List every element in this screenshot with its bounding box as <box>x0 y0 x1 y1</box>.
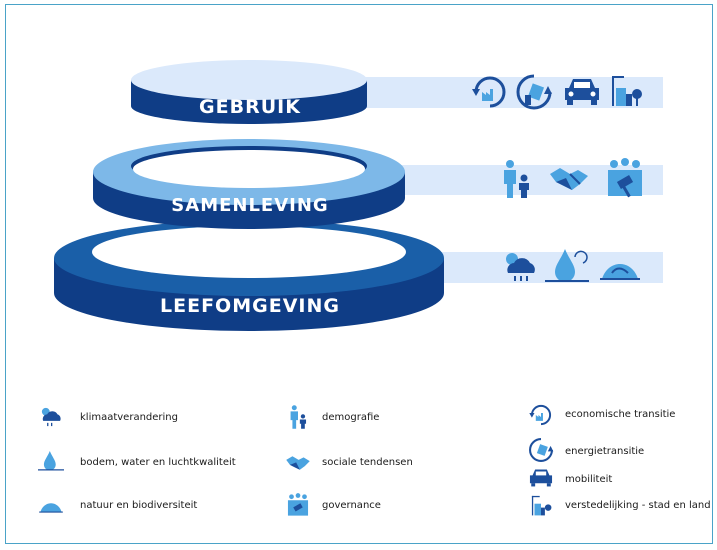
demography-icon <box>290 405 307 429</box>
ring-label-samenleving: SAMENLEVING <box>171 195 329 216</box>
legend-label-economische: economische transitie <box>565 409 676 420</box>
ring-label-gebruik: GEBRUIK <box>199 96 301 118</box>
mobility-icon <box>529 469 553 487</box>
ring-samenleving <box>93 139 405 229</box>
legend-label-klimaat: klimaatverandering <box>80 412 178 423</box>
energy-transition-icon <box>529 438 554 462</box>
ring-leefomgeving <box>54 220 444 331</box>
ring-label-leefomgeving: LEEFOMGEVING <box>160 295 340 317</box>
legend-label-natuur: natuur en biodiversiteit <box>80 500 198 511</box>
handshake-icon <box>550 168 588 190</box>
energy-transition-icon <box>516 74 552 110</box>
governance-icon <box>608 158 642 198</box>
urbanization-icon <box>531 495 552 516</box>
economic-transition-icon <box>472 76 506 108</box>
figure-frame <box>5 4 713 544</box>
legend-label-mobiliteit: mobiliteit <box>565 474 613 485</box>
economic-transition-icon <box>529 404 552 426</box>
nature-biodiversity-icon <box>39 503 63 513</box>
soil-water-air-icon <box>545 249 589 282</box>
legend-label-governance: governance <box>322 500 381 511</box>
legend-label-demografie: demografie <box>322 412 380 423</box>
mobility-icon <box>565 79 599 105</box>
legend-label-energie: energietransitie <box>565 446 645 457</box>
nature-biodiversity-icon <box>600 264 640 280</box>
demography-icon <box>504 160 529 198</box>
legend-label-sociale: sociale tendensen <box>322 457 413 468</box>
governance-icon <box>287 493 309 516</box>
legend-label-bodem: bodem, water en luchtkwaliteit <box>80 457 236 468</box>
legend-label-verstedelijking: verstedelijking - stad en land <box>565 500 711 511</box>
climate-change-icon <box>506 253 535 281</box>
handshake-icon <box>286 456 310 470</box>
disc-gebruik <box>131 60 367 124</box>
climate-change-icon <box>41 407 61 427</box>
urbanization-icon <box>612 76 642 106</box>
soil-water-air-icon <box>38 450 64 471</box>
